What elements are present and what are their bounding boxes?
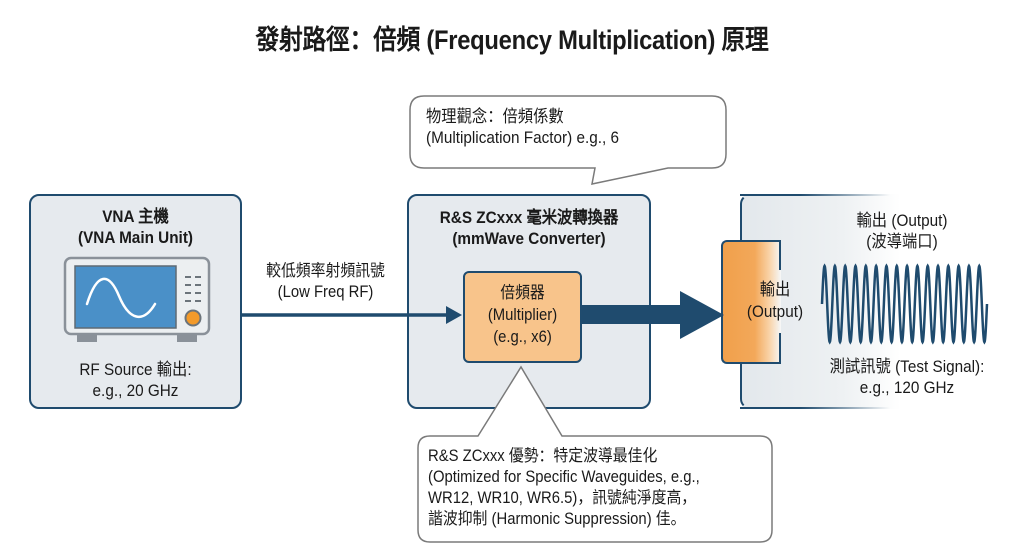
output-title-line1: 輸出 (Output)	[856, 211, 948, 230]
output-port-label: 輸出 (Output)	[739, 279, 811, 323]
callout-bottom-line1: R&S ZCxxx 優勢：特定波導最佳化	[428, 447, 658, 465]
callout-top-line1: 物理觀念：倍頻係數	[426, 107, 564, 126]
output-port-line1: 輸出	[759, 280, 791, 299]
page-title: 發射路徑：倍頻 (Frequency Multiplication) 原理	[255, 25, 769, 55]
vna-source-line1: RF Source 輸出:	[79, 360, 192, 379]
test-signal-line1: 測試訊號 (Test Signal):	[829, 357, 985, 376]
test-signal-line2: e.g., 120 GHz	[859, 378, 955, 397]
output-arrow-head	[680, 291, 724, 339]
multiplier-line1: 倍頻器	[500, 284, 545, 302]
vna-main-unit-panel: VNA 主機 (VNA Main Unit) RF Source 輸出: e.g…	[29, 194, 242, 409]
multiplier-line2: (Multiplier)	[487, 306, 558, 324]
callout-bottom-bubble	[417, 365, 773, 543]
vna-source-line2: e.g., 20 GHz	[92, 381, 179, 400]
multiplier-block: 倍頻器 (Multiplier) (e.g., x6)	[463, 271, 582, 363]
callout-bottom-line3: WR12, WR10, WR6.5)，訊號純淨度高，	[428, 489, 697, 507]
callout-top-text: 物理觀念：倍頻係數 (Multiplication Factor) e.g., …	[426, 106, 619, 148]
high-frequency-wave-icon	[820, 263, 989, 345]
callout-top-bubble	[409, 95, 727, 185]
output-title-line2: (波導端口)	[866, 232, 938, 251]
converter-title-line2: (mmWave Converter)	[452, 229, 606, 248]
callout-bottom-text: R&S ZCxxx 優勢：特定波導最佳化 (Optimized for Spec…	[428, 446, 700, 530]
converter-title-line1: R&S ZCxxx 毫米波轉換器	[439, 208, 619, 227]
vna-title-line2: (VNA Main Unit)	[77, 228, 194, 247]
multiplier-line3: (e.g., x6)	[493, 328, 552, 346]
vna-title-line1: VNA 主機	[102, 207, 169, 226]
low-freq-rf-line1: 較低頻率射頻訊號	[266, 262, 385, 280]
signal-generator-screen-sine-icon	[63, 256, 211, 351]
low-freq-rf-label: 較低頻率射頻訊號 (Low Freq RF)	[251, 261, 400, 303]
output-arrow-shaft	[580, 305, 680, 324]
output-port	[721, 240, 781, 364]
callout-bottom-line2: (Optimized for Specific Waveguides, e.g.…	[428, 468, 700, 486]
output-port-line2: (Output)	[746, 302, 804, 321]
output-port-edge-top	[779, 240, 781, 270]
callout-bottom-line4: 諧波抑制 (Harmonic Suppression) 佳。	[428, 510, 686, 528]
low-freq-rf-line2: (Low Freq RF)	[277, 283, 374, 301]
output-port-edge-bottom	[779, 333, 781, 364]
low-freq-rf-arrow-head	[446, 306, 462, 324]
callout-top-line2: (Multiplication Factor) e.g., 6	[426, 128, 620, 147]
